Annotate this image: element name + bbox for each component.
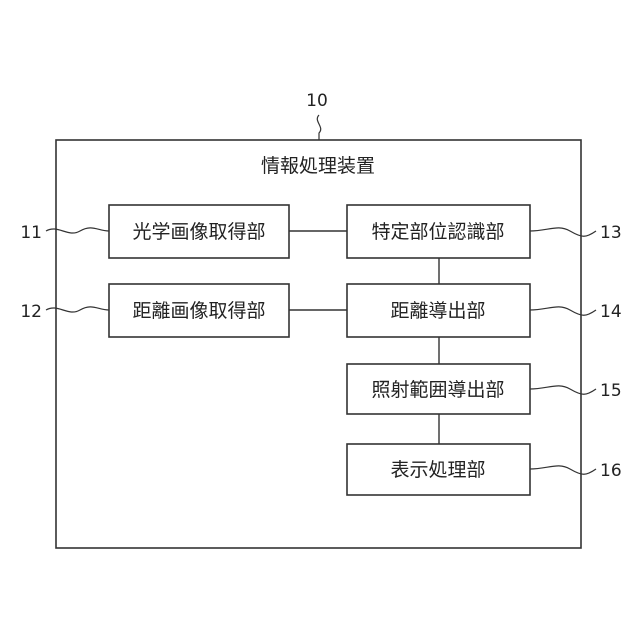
- block-label: 照射範囲導出部: [371, 379, 504, 401]
- block-distance-derivation: 距離導出部: [347, 284, 530, 337]
- block-label: 距離画像取得部: [132, 300, 265, 322]
- block-label: 表示処理部: [390, 459, 485, 481]
- ref-number-16: 16: [600, 461, 622, 481]
- block-distance-image-acquisition: 距離画像取得部: [109, 284, 289, 337]
- ref-number-13: 13: [600, 223, 622, 243]
- device-ref-number: 10: [306, 91, 328, 111]
- ref-number-11: 11: [20, 223, 42, 243]
- device-leader-line: [317, 115, 320, 140]
- block-display-processing: 表示処理部: [347, 444, 530, 495]
- block-optical-image-acquisition: 光学画像取得部: [109, 205, 289, 258]
- block-specific-part-recognition: 特定部位認識部: [347, 205, 530, 258]
- block-irradiation-range-derivation: 照射範囲導出部: [347, 364, 530, 414]
- device-title: 情報処理装置: [261, 155, 375, 177]
- ref-number-15: 15: [600, 381, 622, 401]
- block-label: 光学画像取得部: [132, 221, 265, 243]
- ref-number-12: 12: [20, 302, 42, 322]
- block-label: 距離導出部: [390, 300, 485, 322]
- ref-number-14: 14: [600, 302, 622, 322]
- block-label: 特定部位認識部: [371, 221, 504, 243]
